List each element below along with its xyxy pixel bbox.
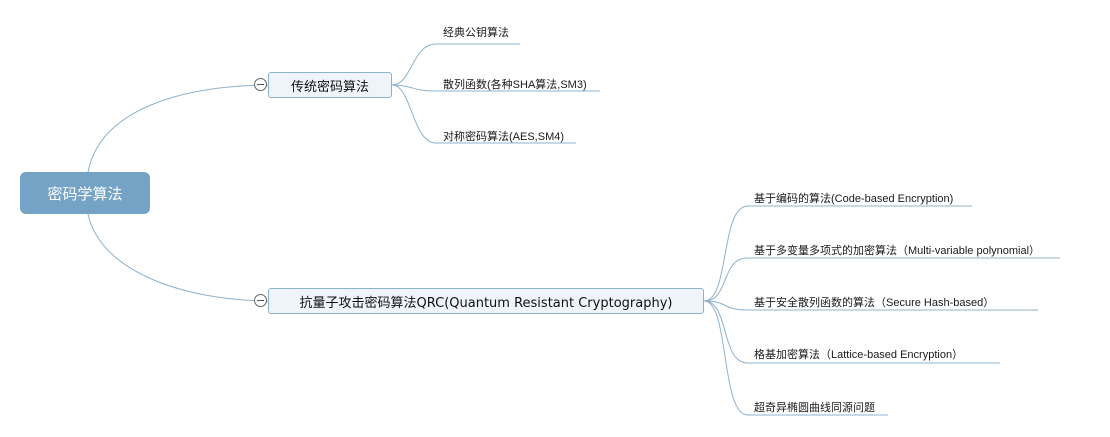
connector-quantum-leaf-4 (703, 300, 1000, 364)
leaf-multivariate[interactable]: 基于多变量多项式的加密算法（Multi-variable polynomial） (754, 245, 1041, 257)
connector-quantum-leaf-3 (703, 300, 1038, 311)
leaf-code-based[interactable]: 基于编码的算法(Code-based Encryption) (754, 193, 954, 205)
branch-label: 传统密码算法 (290, 79, 369, 95)
root-node[interactable]: 密码学算法 (20, 172, 150, 214)
collapse-icon[interactable] (254, 294, 267, 307)
connector-traditional-leaf-2 (391, 84, 600, 92)
leaf-hash-based[interactable]: 基于安全散列函数的算法（Secure Hash-based） (754, 297, 995, 309)
connector-traditional-leaf-1 (391, 43, 520, 86)
leaf-lattice[interactable]: 格基加密算法（Lattice-based Encryption） (754, 349, 964, 361)
collapse-icon[interactable] (254, 78, 267, 91)
branch-traditional[interactable]: 传统密码算法 (268, 72, 392, 98)
branch-quantum[interactable]: 抗量子攻击密码算法QRC(Quantum Resistant Cryptogra… (268, 288, 704, 314)
leaf-classic-public-key[interactable]: 经典公钥算法 (443, 27, 509, 39)
connector-root-traditional (87, 84, 269, 173)
leaf-symmetric[interactable]: 对称密码算法(AES,SM4) (443, 131, 565, 143)
connector-quantum-leaf-2 (703, 257, 1060, 302)
connector-quantum-leaf-1 (703, 205, 972, 302)
root-label: 密码学算法 (47, 184, 123, 203)
leaf-hash-functions[interactable]: 散列函数(各种SHA算法,SM3) (443, 79, 587, 91)
leaf-isogeny[interactable]: 超奇异椭圆曲线同源问题 (754, 402, 875, 414)
branch-label: 抗量子攻击密码算法QRC(Quantum Resistant Cryptogra… (299, 295, 673, 311)
connector-quantum-leaf-5 (703, 300, 888, 416)
connector-traditional-leaf-3 (391, 84, 576, 144)
connector-root-quantum (87, 213, 269, 302)
